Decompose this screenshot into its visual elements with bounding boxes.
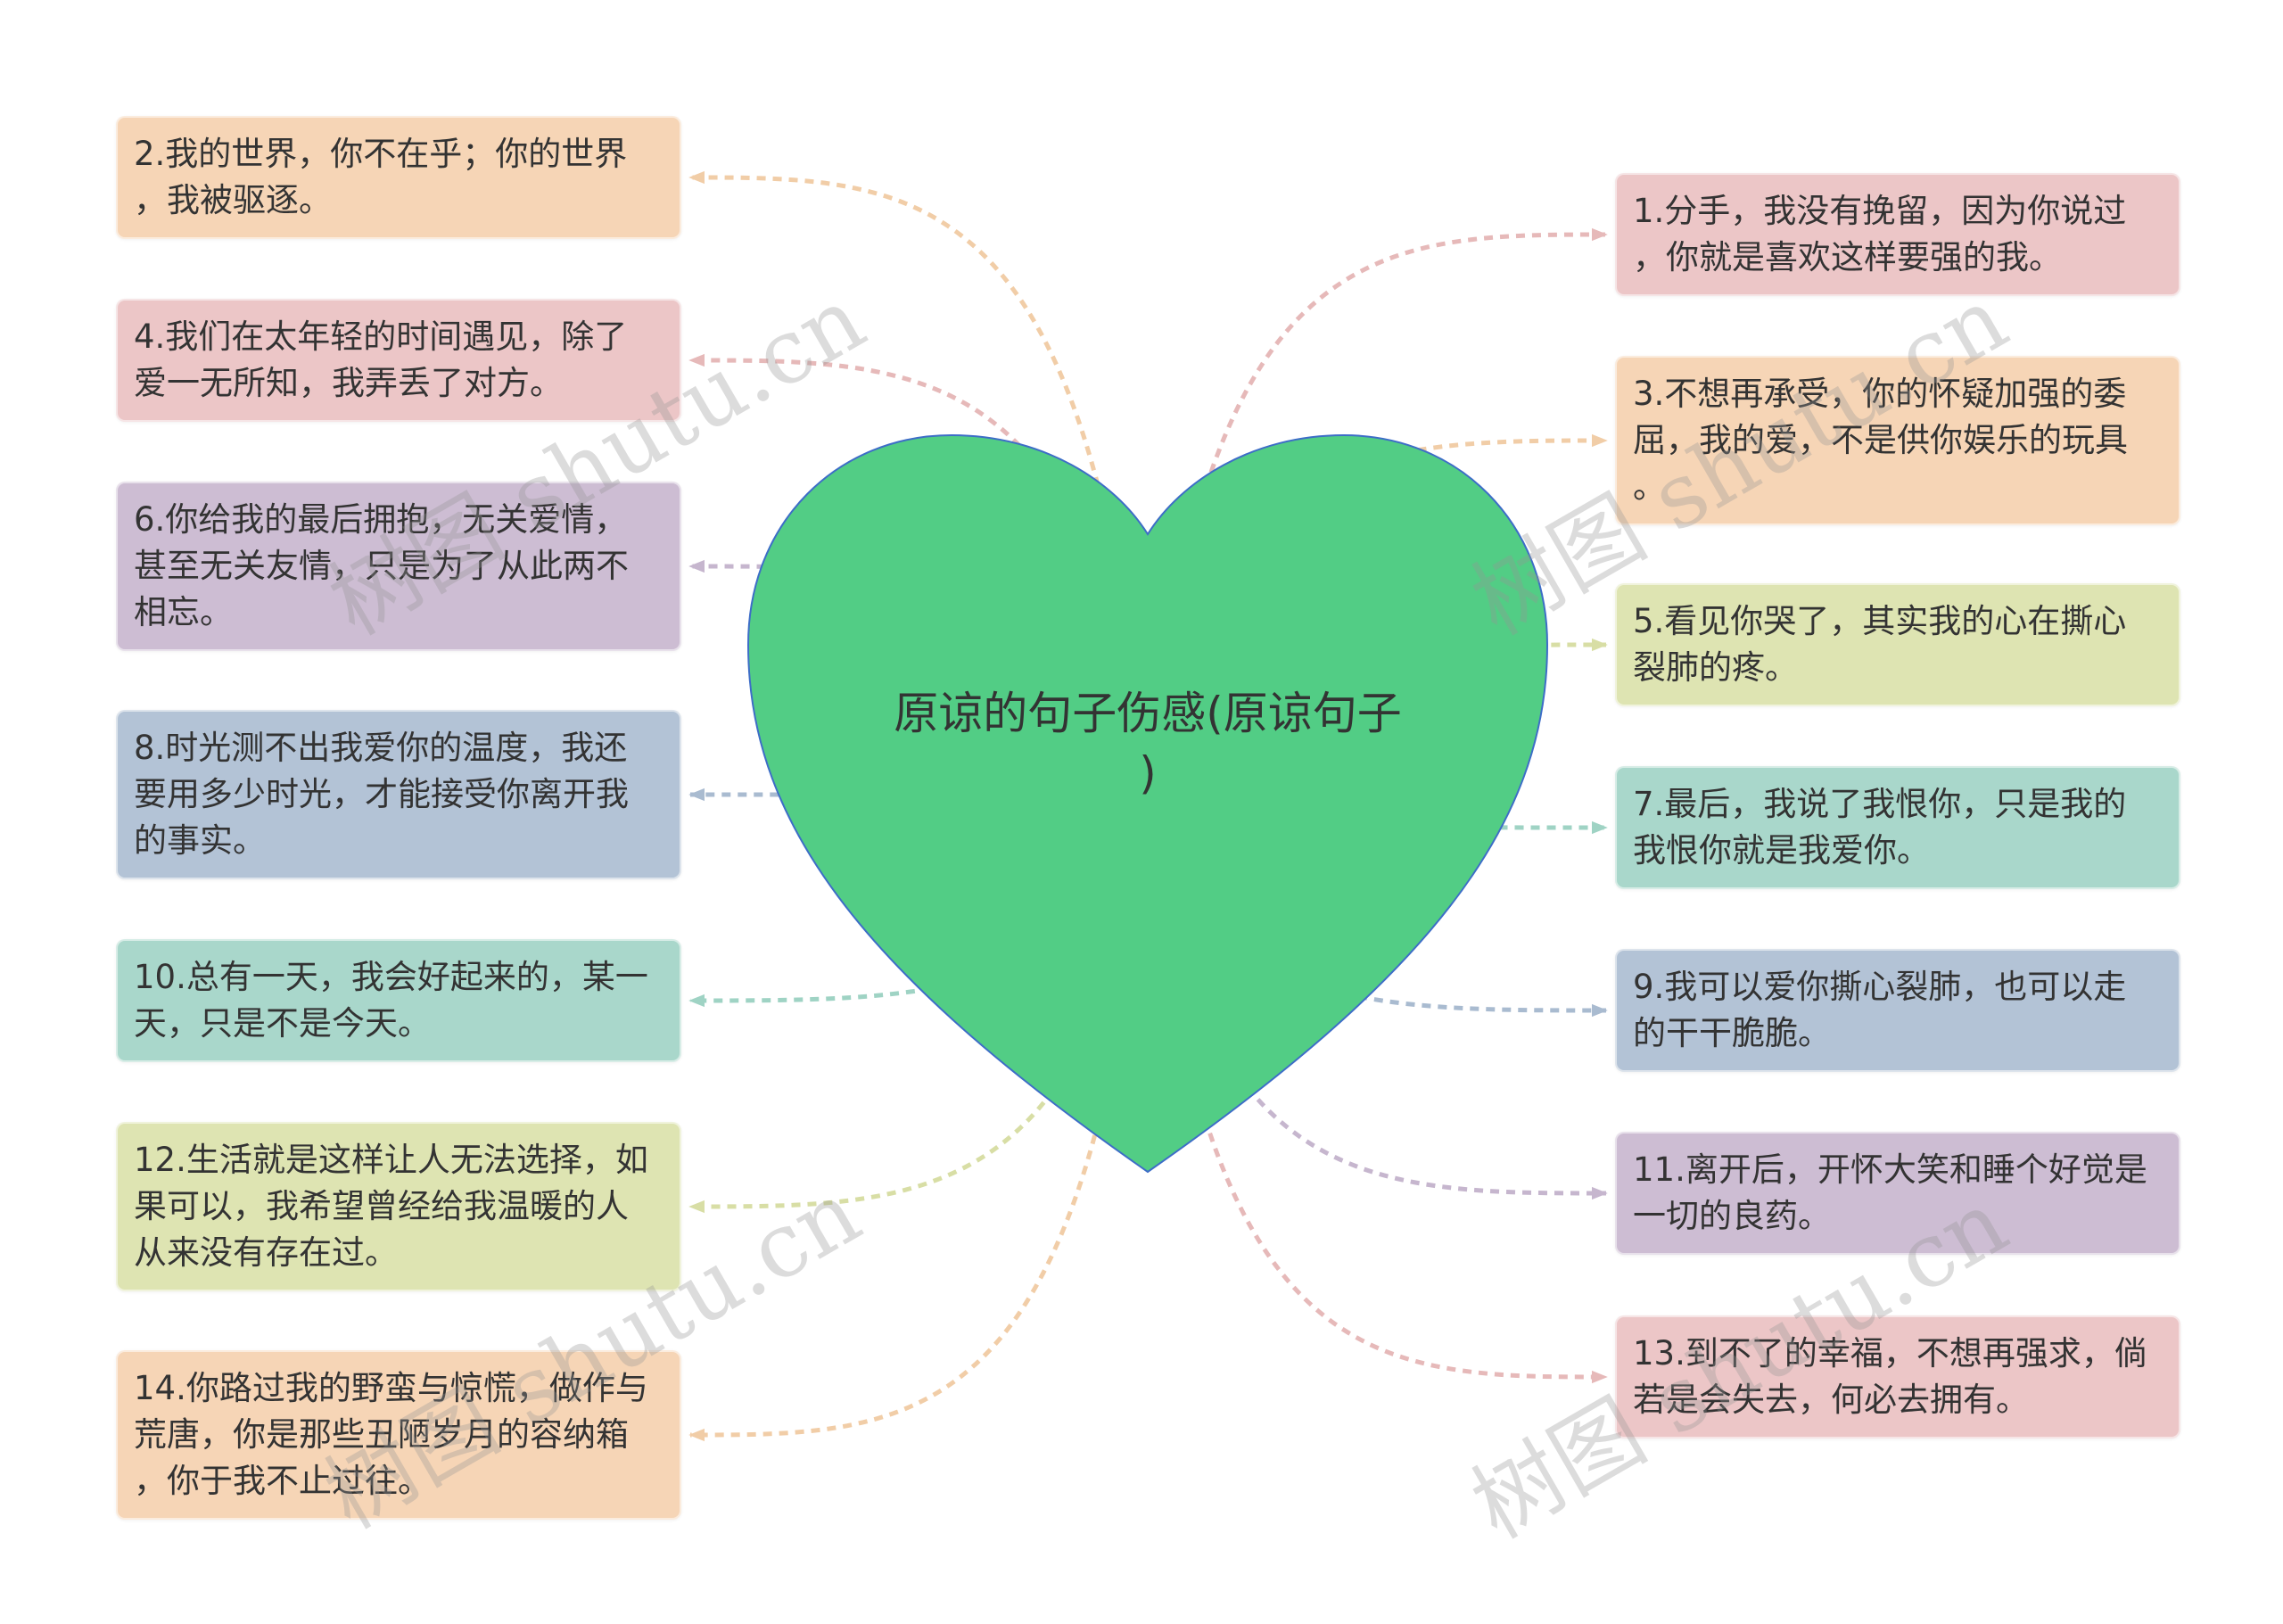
topic-text-line: 果可以，我希望曾经给我温暖的人 (134, 1187, 629, 1225)
topic-node-3[interactable]: 3.不想再承受，你的怀疑加强的委 屈，我的爱，不是供你娱乐的玩具 。 (1615, 356, 2180, 525)
connector-line (688, 802, 1150, 1214)
topic-text-line: 4.我们在太年轻的时间遇见，除了 (134, 317, 628, 356)
central-topic-title[interactable]: 原谅的句子伤感(原谅句子 ) (746, 684, 1549, 804)
topic-text-line: 11.离开后，开怀大笑和睡个好觉是 (1633, 1150, 2147, 1189)
topic-node-6[interactable]: 6.你给我的最后拥抱，无关爱情， 甚至无关友情，只是为了从此两不 相忘。 (116, 482, 681, 651)
topic-node-7[interactable]: 7.最后，我说了我恨你，只是我的 我恨你就是我爱你。 (1615, 766, 2180, 889)
topic-text-line: 13.到不了的幸福，不想再强求，倘 (1633, 1334, 2147, 1373)
topic-node-12[interactable]: 12.生活就是这样让人无法选择，如 果可以，我希望曾经给我温暖的人 从来没有存在… (116, 1122, 681, 1291)
central-topic-line: 原谅的句子伤感(原谅句子 (894, 688, 1402, 739)
topic-node-4[interactable]: 4.我们在太年轻的时间遇见，除了 爱一无所知，我弄丢了对方。 (116, 299, 681, 422)
topic-text-line: 裂肺的疼。 (1633, 648, 1798, 687)
topic-text-line: 6.你给我的最后拥抱，无关爱情， (134, 500, 628, 539)
topic-text-line: 1.分手，我没有挽留，因为你说过 (1633, 192, 2127, 230)
topic-text-line: 爱一无所知，我弄丢了对方。 (134, 364, 563, 402)
topic-text-line: 屈，我的爱，不是供你娱乐的玩具 (1633, 421, 2128, 459)
topic-text-line: 要用多少时光，才能接受你离开我 (134, 775, 629, 813)
topic-text-line: 天，只是不是今天。 (134, 1004, 431, 1043)
topic-node-14[interactable]: 14.你路过我的野蛮与惊慌，做作与 荒唐，你是那些丑陋岁月的容纳箱 ，你于我不止… (116, 1350, 681, 1520)
topic-text-line: 5.看见你哭了，其实我的心在撕心 (1633, 602, 2127, 640)
topic-text-line: 的干干脆脆。 (1633, 1014, 1831, 1052)
topic-text-line: 的事实。 (134, 821, 266, 860)
central-topic-line: ) (1139, 747, 1157, 799)
topic-text-line: ，你于我不止过往。 (134, 1462, 431, 1500)
topic-text-line: 我恨你就是我爱你。 (1633, 831, 1930, 870)
topic-text-line: 一切的良药。 (1633, 1197, 1831, 1235)
topic-text-line: 2.我的世界，你不在乎；你的世界 (134, 135, 628, 173)
topic-text-line: ，你就是喜欢这样要强的我。 (1633, 238, 2062, 276)
connector-line (1145, 227, 1608, 804)
topic-text-line: 12.生活就是这样让人无法选择，如 (134, 1141, 648, 1179)
topic-text-line: 14.你路过我的野蛮与惊慌，做作与 (134, 1369, 648, 1407)
topic-text-line: 甚至无关友情，只是为了从此两不 (134, 547, 629, 585)
topic-node-11[interactable]: 11.离开后，开怀大笑和睡个好觉是 一切的良药。 (1615, 1132, 2180, 1255)
topic-node-2[interactable]: 2.我的世界，你不在乎；你的世界 ，我被驱逐。 (116, 116, 681, 239)
topic-text-line: 荒唐，你是那些丑陋岁月的容纳箱 (134, 1415, 629, 1454)
topic-node-1[interactable]: 1.分手，我没有挽留，因为你说过 ，你就是喜欢这样要强的我。 (1615, 173, 2180, 296)
topic-node-8[interactable]: 8.时光测不出我爱你的温度，我还 要用多少时光，才能接受你离开我 的事实。 (116, 710, 681, 879)
topic-text-line: 若是会失去，何必去拥有。 (1633, 1381, 2029, 1419)
connector-line (688, 170, 1150, 804)
topic-node-13[interactable]: 13.到不了的幸福，不想再强求，倘 若是会失去，何必去拥有。 (1615, 1315, 2180, 1439)
topic-node-9[interactable]: 9.我可以爱你撕心裂肺，也可以走 的干干脆脆。 (1615, 949, 2180, 1072)
topic-text-line: 10.总有一天，我会好起来的，某一 (134, 958, 648, 996)
topic-text-line: ，我被驱逐。 (134, 181, 332, 219)
topic-text-line: 。 (1633, 467, 1666, 506)
topic-node-5[interactable]: 5.看见你哭了，其实我的心在撕心 裂肺的疼。 (1615, 583, 2180, 706)
topic-text-line: 从来没有存在过。 (134, 1233, 398, 1272)
topic-text-line: 3.不想再承受，你的怀疑加强的委 (1633, 375, 2127, 413)
topic-text-line: 相忘。 (134, 593, 233, 631)
topic-text-line: 9.我可以爱你撕心裂肺，也可以走 (1633, 968, 2127, 1006)
topic-text-line: 8.时光测不出我爱你的温度，我还 (134, 729, 628, 767)
connector-line (688, 802, 1150, 1008)
topic-node-10[interactable]: 10.总有一天，我会好起来的，某一 天，只是不是今天。 (116, 939, 681, 1062)
topic-text-line: 7.最后，我说了我恨你，只是我的 (1633, 785, 2127, 823)
heart-shape[interactable] (746, 433, 1549, 1174)
